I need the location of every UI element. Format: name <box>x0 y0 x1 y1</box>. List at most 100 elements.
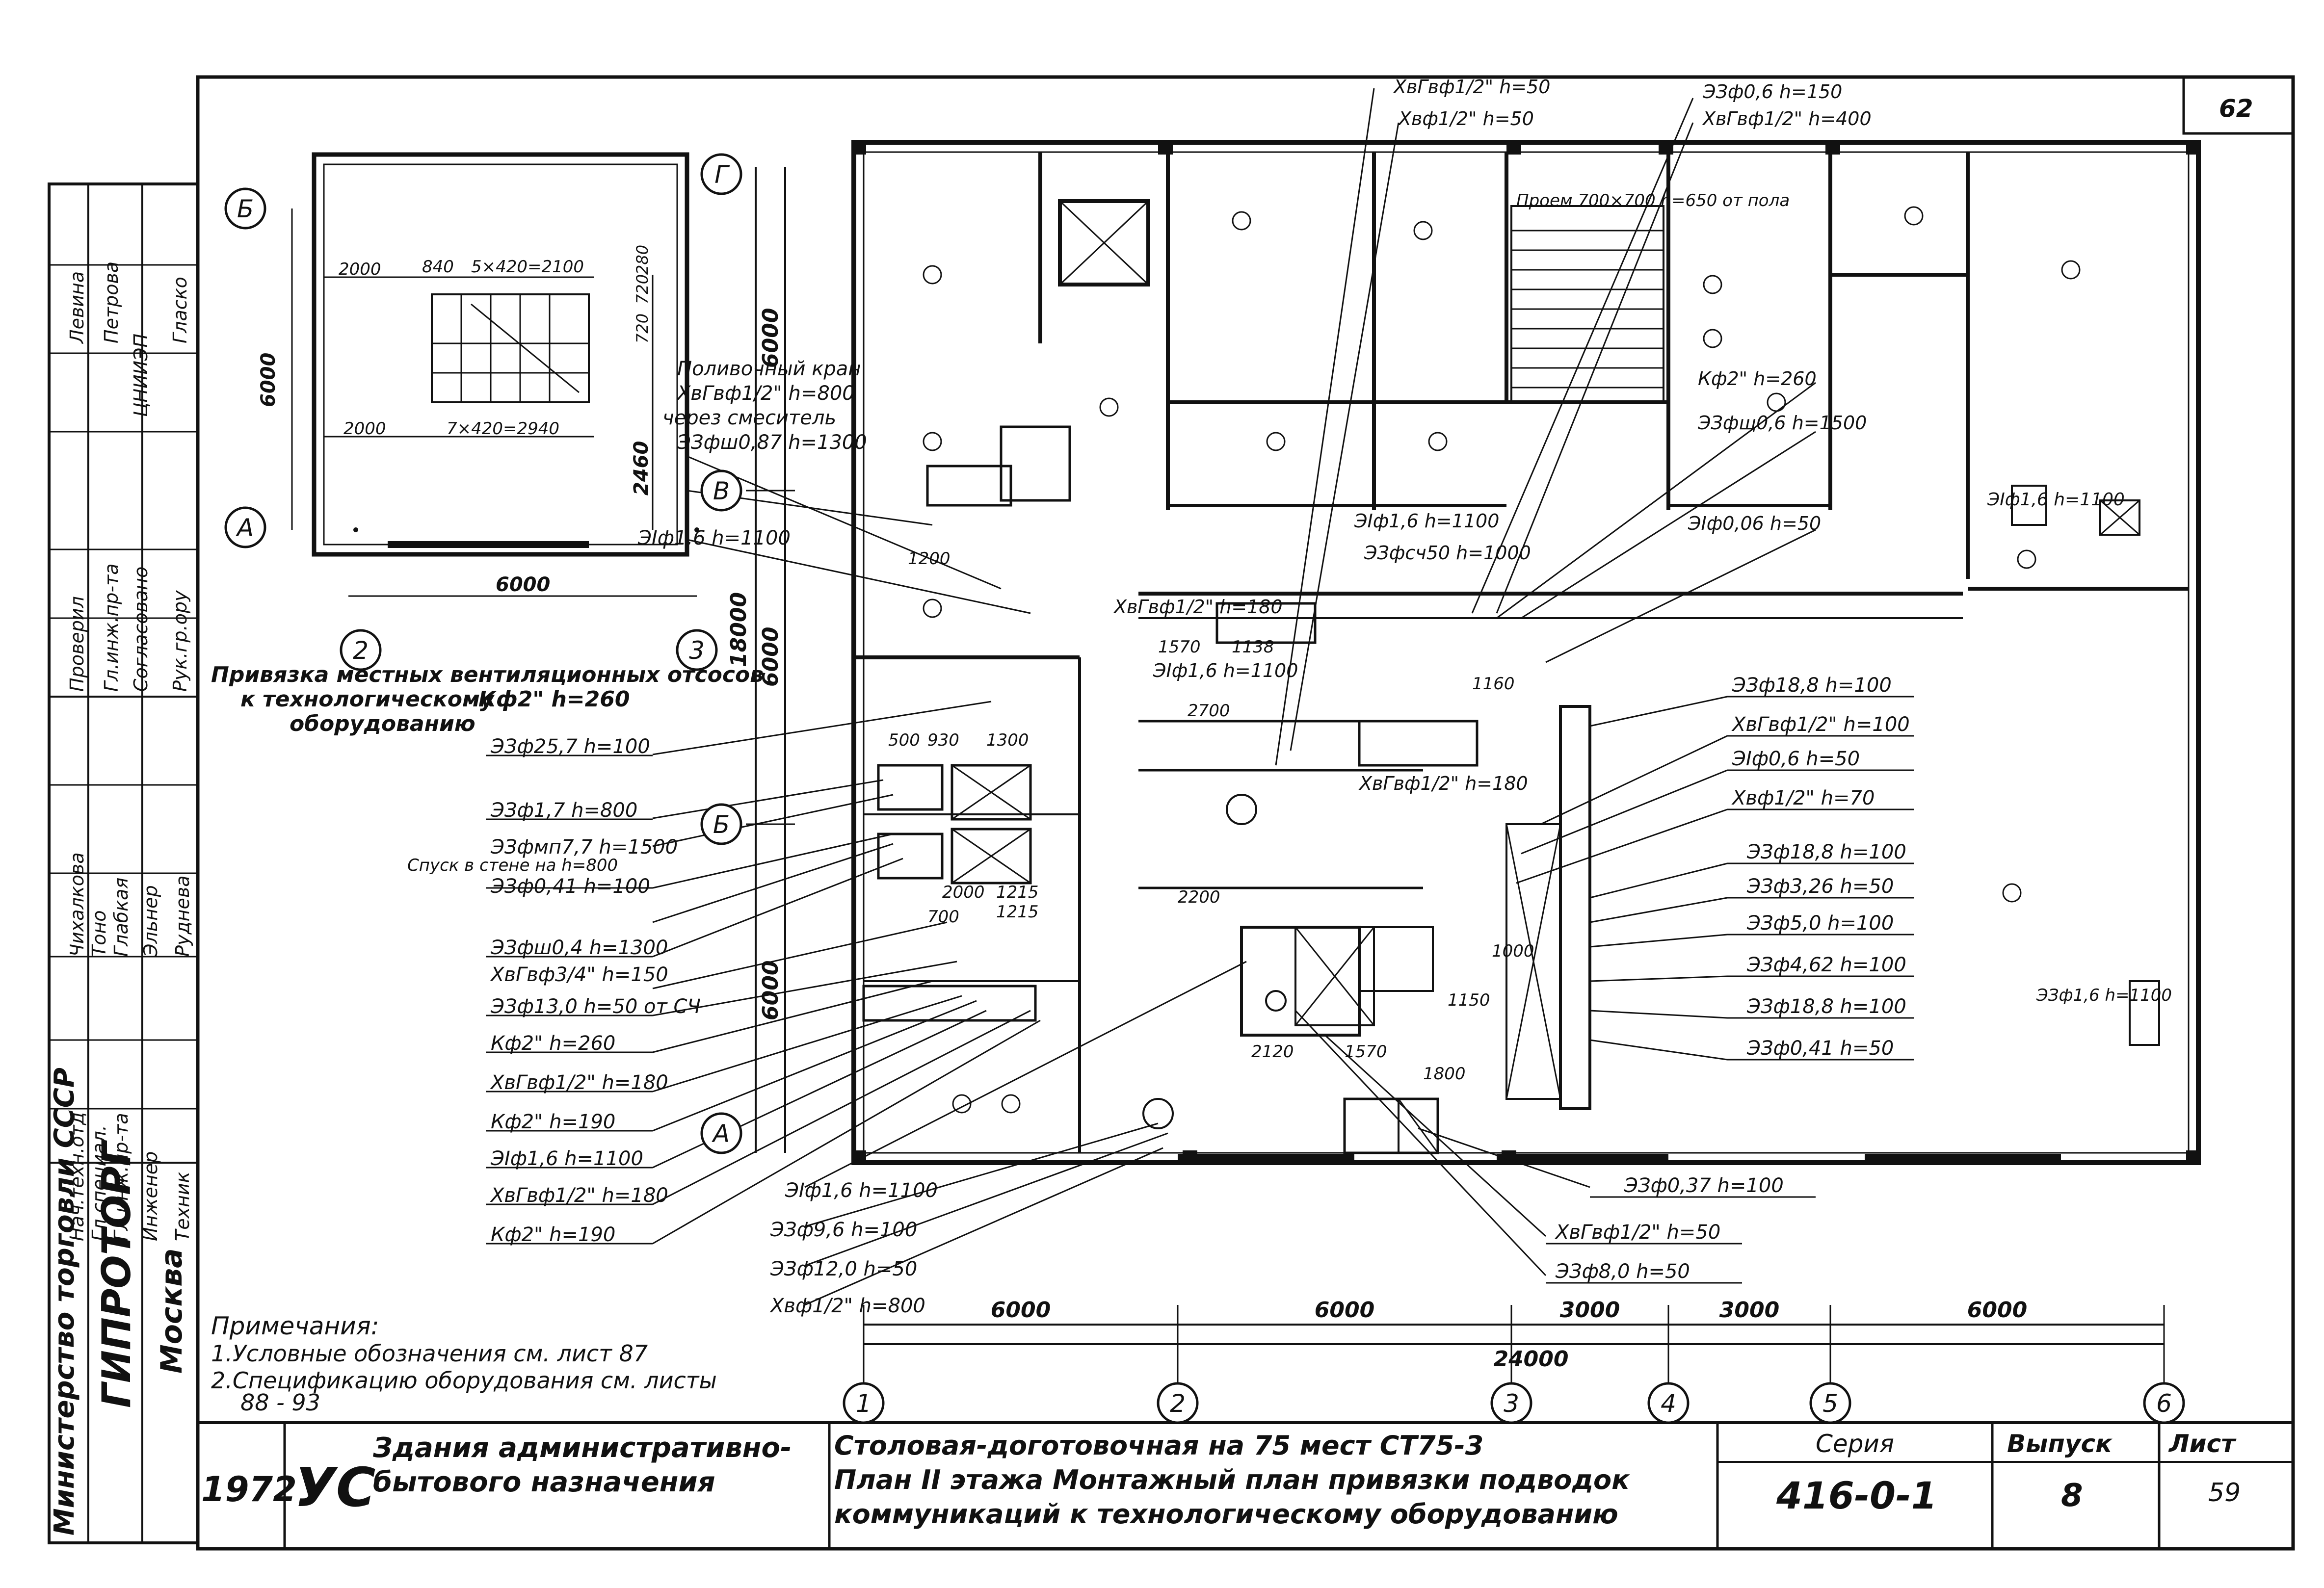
cl-right-1: ХвГвф1/2" h=100 <box>1731 713 1910 736</box>
cl-top-1: Хвф1/2" h=50 <box>1398 108 1534 130</box>
stamp-name-4: Эльнер <box>140 885 161 957</box>
cl-left-12: ЭЗф13,0 h=50 от СЧ <box>490 995 701 1018</box>
stamp-top-1: Левина <box>66 271 88 344</box>
room-dim-13: 1570 <box>1345 1042 1387 1062</box>
tb-sheet-label: Лист <box>2168 1430 2237 1458</box>
cl-mid-5: Кф2" h=260 <box>1698 368 1817 390</box>
axis-4: 4 <box>1661 1389 1676 1418</box>
tb-issue-value: 8 <box>2061 1478 2083 1514</box>
room-dim-9: 700 <box>927 907 959 927</box>
room-dim-8: 930 <box>927 730 959 750</box>
cl-left-11: ХвГвф3/4" h=150 <box>490 963 668 986</box>
tb-year: 1972 <box>201 1469 297 1510</box>
cl-top-3: ХвГвф1/2" h=400 <box>1702 108 1872 130</box>
inset-r2-a: 2000 <box>343 419 386 439</box>
axis-1: 1 <box>856 1389 872 1418</box>
cl-mid-2: ЭЗфсч50 h=1000 <box>1364 542 1531 564</box>
tb-sheet-number: 59 <box>2208 1478 2241 1508</box>
inset-dim-width: 6000 <box>496 573 550 596</box>
inset-axis-bubbles <box>224 187 718 671</box>
room-dim-17: 1160 <box>1472 674 1515 694</box>
cl-right-10: ЭЗф0,37 h=100 <box>1624 1174 1784 1197</box>
dim-b-1: 6000 <box>991 1298 1051 1323</box>
cl-right-8: ЭЗф18,8 h=100 <box>1746 995 1906 1018</box>
inset-title-1: Привязка местных вентиляционных отсосов <box>211 662 764 687</box>
cl-top-0: ХвГвф1/2" h=50 <box>1393 76 1550 98</box>
room-dim-5: 1215 <box>996 883 1039 902</box>
cl-left-10: ЭЗфш0,4 h=1300 <box>490 937 668 959</box>
dim-b-2: 6000 <box>1315 1298 1374 1323</box>
axis-v: В <box>713 477 730 505</box>
stamp-role2-2: Гл.инж.пр-та <box>101 564 122 692</box>
inset-side-3: 280 <box>633 245 652 275</box>
inset-axis-a: А <box>236 514 254 542</box>
cl-left-14: ХвГвф1/2" h=180 <box>490 1071 668 1094</box>
room-dim-2: 1570 <box>1158 637 1201 657</box>
cl-right-11: ХвГвф1/2" h=50 <box>1555 1221 1720 1244</box>
tb-org-2: бытового назначения <box>373 1466 715 1498</box>
main-axis-bubbles <box>700 153 2185 1424</box>
axis-b: Б <box>713 810 730 839</box>
inset-kf: Кф2" h=260 <box>478 687 630 712</box>
cl-mid-7: ЭІф0,06 h=50 <box>1688 513 1821 534</box>
dim-left-3: 6000 <box>758 961 783 1020</box>
dim-b-5: 6000 <box>1967 1298 2027 1323</box>
cl-left-6: ЭЗф1,7 h=800 <box>490 799 637 822</box>
cl-mid-6: ЭЗфщ0,6 h=1500 <box>1697 412 1867 434</box>
room-dim-16: 1000 <box>1492 941 1534 961</box>
cl-left-9: ЭЗф0,41 h=100 <box>490 875 650 898</box>
inset-axis-2: 2 <box>353 636 369 665</box>
inset-title-2: к технологическому <box>240 687 495 712</box>
cl-left-13: Кф2" h=260 <box>491 1032 615 1055</box>
notes-line-1: 1.Условные обозначения см. лист 87 <box>211 1340 648 1367</box>
room-dim-10: 1215 <box>996 902 1039 922</box>
cl-left-15: Кф2" h=190 <box>491 1111 615 1133</box>
cl-left-16: ЭІф1,6 h=1100 <box>490 1147 643 1170</box>
dim-left-2: 6000 <box>758 627 783 687</box>
stamp-institute: ГИПРОТОРГ <box>94 1139 139 1408</box>
stamp-name-2: Тоно <box>88 910 110 957</box>
inset-r1-b: 840 <box>422 257 454 277</box>
cl-top-4: Проем 700×700 h=650 от пола <box>1516 191 1790 210</box>
room-dim-12: 2120 <box>1251 1042 1294 1062</box>
stamp-role2-4: Рук.гр.ору <box>169 590 191 692</box>
room-dim-1: 2200 <box>1178 887 1220 907</box>
stamp-top-3: ЦНИИЭП <box>130 334 152 417</box>
inset-axis-b: Б <box>237 195 254 223</box>
inset-r1-c: 5×420=2100 <box>471 257 584 277</box>
cl-right-2: ЭІф0,6 h=50 <box>1732 748 1860 770</box>
notes-heading: Примечания: <box>211 1312 379 1340</box>
cl-right-5: ЭЗф3,26 h=50 <box>1746 875 1894 898</box>
inset-axis-3: 3 <box>689 636 705 665</box>
axis-g: Г <box>714 160 730 189</box>
inset-title-3: оборудованию <box>290 711 475 736</box>
dim-left-1: 6000 <box>758 308 783 368</box>
tb-series-label: Серия <box>1816 1430 1894 1458</box>
stamp-name-5: Руднева <box>172 875 193 957</box>
sheet-number-top: 62 <box>2219 94 2253 123</box>
cl-right-9: ЭЗф0,41 h=50 <box>1746 1037 1894 1060</box>
stamp-role-4: Инженер <box>140 1151 161 1241</box>
axis-2: 2 <box>1170 1389 1186 1418</box>
cl-bot-2: ЭЗф12,0 h=50 <box>770 1258 917 1280</box>
main-plan <box>486 88 2201 1388</box>
inset-side-2: 720 <box>633 274 652 304</box>
dim-b-total: 24000 <box>1493 1347 1568 1372</box>
cl-mid-3: ЭІф1,6 h=1100 <box>1354 510 1499 532</box>
cl-bot-0: ЭІф1,6 h=1100 <box>785 1179 938 1202</box>
tb-title-2: План II этажа Монтажный план привязки по… <box>834 1464 1630 1495</box>
cl-left-8: Спуск в стене на h=800 <box>407 856 618 875</box>
stamp-role2-3: Согласовано <box>130 567 152 692</box>
cl-left-4: ЭІф1,6 h=1100 <box>637 527 791 549</box>
room-dim-15: 1150 <box>1448 990 1490 1010</box>
stamp-role-3: Гл.инж.пр-та <box>110 1113 132 1242</box>
cl-right-12: ЭЗф8,0 h=50 <box>1555 1260 1690 1283</box>
notes-line-2: 2.Спецификацию оборудования см. листы <box>211 1367 717 1394</box>
room-dim-11: 1200 <box>908 549 951 569</box>
cl-left-5: ЭЗф25,7 h=100 <box>490 735 650 758</box>
stamp-top-2: Петрова <box>101 261 122 343</box>
cl-mid-1: ЭІф1,6 h=1100 <box>1153 660 1298 681</box>
tb-title-3: коммуникаций к технологическому оборудов… <box>834 1499 1618 1530</box>
room-dim-14: 1800 <box>1423 1064 1466 1084</box>
